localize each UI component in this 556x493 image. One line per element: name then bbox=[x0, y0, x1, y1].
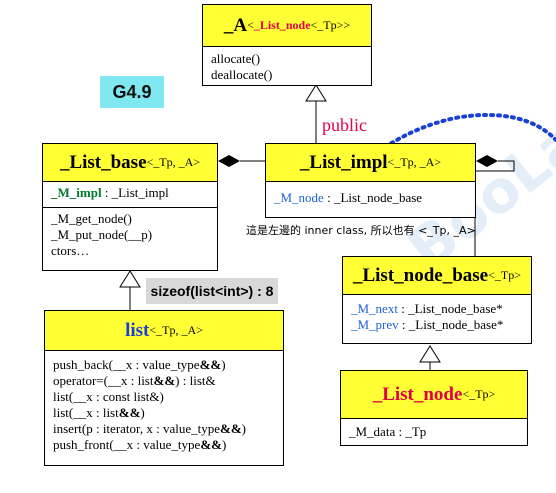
sizeof-label: sizeof(list<int>) : 8 bbox=[146, 278, 278, 304]
allocator-targ-node: _List_node bbox=[253, 18, 311, 32]
base-impl-composition-diamond bbox=[218, 155, 240, 167]
list-targs: <_Tp, _A> bbox=[149, 323, 203, 337]
impl-inherits-arrowhead bbox=[305, 84, 327, 102]
list-method: push_back(__x : value_type&&) bbox=[53, 357, 275, 373]
list-base-methods: _M_get_node() _M_put_node(__p) ctors… bbox=[43, 208, 217, 262]
allocator-class-name: _A bbox=[223, 14, 248, 36]
list-node-base-targs: <_Tp> bbox=[488, 268, 521, 282]
node-inherits-arrowhead bbox=[419, 345, 441, 363]
method-text: ) bbox=[140, 405, 145, 420]
impl-nodebase-composition-line bbox=[474, 160, 515, 256]
list-base-targs: <_Tp, _A> bbox=[146, 155, 201, 169]
method-text: && bbox=[153, 373, 176, 388]
list-methods: push_back(__x : value_type&&) operator=(… bbox=[45, 351, 283, 456]
method-text: push_front(__x : value_type bbox=[53, 437, 201, 452]
list-method: list(__x : const list&) bbox=[53, 389, 275, 405]
list-impl-fields: _M_node : _List_node_base bbox=[266, 182, 475, 209]
public-inheritance-label: public bbox=[322, 115, 367, 135]
list-impl-field-name: _M_node bbox=[274, 190, 324, 205]
inner-class-note: 這是左邊的 inner class, 所以也有 <_Tp, _A> bbox=[246, 224, 476, 237]
method-text: ) : list& bbox=[175, 373, 216, 388]
method-text: ) bbox=[221, 357, 226, 372]
list-base-class: _List_base<_Tp, _A> _M_impl : _List_impl… bbox=[42, 143, 218, 271]
list-base-class-header: _List_base<_Tp, _A> bbox=[43, 144, 217, 182]
list-node-base-class-name: _List_node_base bbox=[352, 264, 489, 286]
list-node-targs: <_Tp> bbox=[462, 387, 496, 401]
list-class: list<_Tp, _A> push_back(__x : value_type… bbox=[44, 310, 284, 466]
list-base-method: ctors… bbox=[51, 243, 90, 258]
list-class-name: list bbox=[125, 319, 150, 341]
list-node-base-fields: _M_next : _List_node_base* _M_prev : _Li… bbox=[343, 295, 531, 336]
list-method: push_front(__x : value_type&&) bbox=[53, 437, 275, 453]
list-method: operator=(__x : list&&) : list& bbox=[53, 373, 275, 389]
list-impl-class-header: _List_impl<_Tp, _A> bbox=[266, 144, 475, 182]
allocator-members: allocate() deallocate() bbox=[203, 47, 371, 86]
list-base-method: _M_get_node() bbox=[51, 211, 132, 226]
list-node-fields: _M_data : _Tp bbox=[341, 419, 527, 443]
list-method: list(__x : list&&) bbox=[53, 405, 275, 421]
allocator-targ-rest: <_Tp>> bbox=[310, 18, 351, 32]
method-text: && bbox=[219, 421, 242, 436]
list-impl-class: _List_impl<_Tp, _A> _M_node : _List_node… bbox=[265, 143, 476, 218]
allocator-class: _A<_List_node<_Tp>> allocate() deallocat… bbox=[202, 4, 372, 86]
method-text: push_back(__x : value_type bbox=[53, 357, 200, 372]
list-impl-field-type: : _List_node_base bbox=[323, 190, 423, 205]
list-impl-targs: <_Tp, _A> bbox=[387, 155, 442, 169]
list-node-base-field-name: _M_prev bbox=[351, 317, 399, 332]
impl-nodebase-composition-diamond bbox=[476, 155, 498, 167]
list-node-class-name: _List_node bbox=[372, 383, 463, 405]
version-badge: G4.9 bbox=[100, 76, 164, 108]
list-method: insert(p : iterator, x : value_type&&) bbox=[53, 421, 275, 437]
list-node-field: _M_data : _Tp bbox=[349, 424, 427, 439]
list-base-method: _M_put_node(__p) bbox=[51, 227, 153, 242]
list-node-class-header: _List_node<_Tp> bbox=[341, 371, 527, 419]
list-base-field-type: : _List_impl bbox=[101, 185, 169, 200]
method-text: insert(p : iterator, x : value_type bbox=[53, 421, 220, 436]
method-text: list(__x : const list&) bbox=[53, 389, 164, 404]
list-node-base-field-name: _M_next bbox=[351, 301, 398, 316]
allocator-class-header: _A<_List_node<_Tp>> bbox=[203, 5, 371, 47]
allocator-targ-open: < bbox=[247, 18, 254, 32]
allocator-member: deallocate() bbox=[211, 67, 273, 82]
allocator-member: allocate() bbox=[211, 51, 261, 66]
list-base-fields: _M_impl : _List_impl bbox=[43, 182, 217, 208]
list-class-header: list<_Tp, _A> bbox=[45, 311, 283, 351]
method-text: ) bbox=[241, 421, 246, 436]
list-node-base-class: _List_node_base<_Tp> _M_next : _List_nod… bbox=[342, 256, 532, 344]
list-impl-class-name: _List_impl bbox=[299, 151, 388, 173]
method-text: ) bbox=[221, 437, 227, 452]
method-text: && bbox=[118, 405, 141, 420]
list-node-base-class-header: _List_node_base<_Tp> bbox=[343, 257, 531, 295]
method-text: list(__x : list bbox=[53, 405, 119, 420]
method-text: && bbox=[200, 437, 222, 452]
method-text: operator=(__x : list bbox=[53, 373, 154, 388]
method-text: && bbox=[199, 357, 222, 372]
list-base-class-name: _List_base bbox=[59, 151, 147, 173]
list-base-field-name: _M_impl bbox=[51, 185, 102, 200]
list-node-base-field-type: : _List_node_base* bbox=[397, 301, 503, 316]
list-node-base-field-type: : _List_node_base* bbox=[398, 317, 504, 332]
list-node-class: _List_node<_Tp> _M_data : _Tp bbox=[340, 370, 528, 446]
list-inherits-arrowhead bbox=[119, 270, 141, 288]
